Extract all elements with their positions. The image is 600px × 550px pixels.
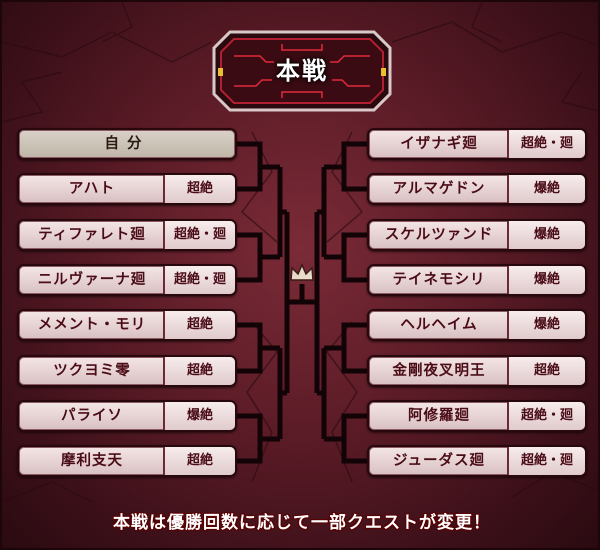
bracket-slot: 金剛夜叉明王 超絶 [367, 355, 587, 387]
slot-name: メメント・モリ [37, 317, 147, 333]
bracket-slot: テイネモシリ 爆絶 [367, 264, 587, 296]
difficulty-badge: 爆絶 [507, 175, 585, 203]
slot-name: ヘルヘイム [400, 317, 478, 333]
slot-name: パライソ [61, 408, 123, 424]
difficulty-badge: 超絶 [163, 357, 235, 385]
difficulty-badge: 超絶・廻 [163, 221, 235, 249]
bracket-slot: メメント・モリ 超絶 [17, 309, 237, 341]
difficulty-badge: 爆絶 [507, 311, 585, 339]
slot-name: 阿修羅廻 [408, 408, 470, 424]
slot-name: スケルツァンド [384, 227, 494, 243]
bracket-slot: ティファレト廻 超絶・廻 [17, 219, 237, 251]
bracket-slot: 摩利支天 超絶 [17, 445, 237, 477]
slot-name: ティファレト廻 [38, 227, 146, 243]
bracket-slot: ジューダス廻 超絶・廻 [367, 445, 587, 477]
bracket-slot-self: 自分 [17, 128, 237, 160]
difficulty-badge: 超絶 [507, 357, 585, 385]
bracket-slot: ニルヴァーナ廻 超絶・廻 [17, 264, 237, 296]
difficulty-badge: 超絶・廻 [163, 266, 235, 294]
difficulty-badge: 超絶 [163, 447, 235, 475]
slot-name: イザナギ廻 [400, 136, 478, 152]
difficulty-badge: 超絶・廻 [507, 447, 585, 475]
slot-name: テイネモシリ [392, 272, 486, 288]
bracket-slot: アルマゲドン 爆絶 [367, 173, 587, 205]
difficulty-badge: 超絶・廻 [507, 130, 585, 158]
title-plate: 本戦 [212, 30, 392, 112]
slot-name: 摩利支天 [61, 453, 123, 469]
slot-name: ニルヴァーナ廻 [37, 272, 147, 288]
slot-name: 自分 [104, 136, 150, 152]
bracket-slot: ヘルヘイム 爆絶 [367, 309, 587, 341]
crown-icon [289, 262, 315, 282]
bracket-slot: アハト 超絶 [17, 173, 237, 205]
bracket-slot: パライソ 爆絶 [17, 400, 237, 432]
footer-notice: 本戦は優勝回数に応じて一部クエストが変更！ [113, 513, 491, 533]
bracket-slot: スケルツァンド 爆絶 [367, 219, 587, 251]
bracket-slot: 阿修羅廻 超絶・廻 [367, 400, 587, 432]
difficulty-badge: 爆絶 [507, 221, 585, 249]
difficulty-badge: 超絶 [163, 311, 235, 339]
bracket-slot: イザナギ廻 超絶・廻 [367, 128, 587, 160]
difficulty-badge: 爆絶 [507, 266, 585, 294]
page-title: 本戦 [276, 57, 328, 85]
slot-name: ツクヨミ零 [53, 363, 131, 379]
slot-name: 金剛夜叉明王 [392, 363, 486, 379]
difficulty-badge: 爆絶 [163, 402, 235, 430]
difficulty-badge: 超絶・廻 [507, 402, 585, 430]
slot-name: アルマゲドン [392, 181, 486, 197]
difficulty-badge: 超絶 [163, 175, 235, 203]
slot-name: アハト [68, 181, 116, 197]
bracket-slot: ツクヨミ零 超絶 [17, 355, 237, 387]
slot-name: ジューダス廻 [393, 453, 485, 469]
